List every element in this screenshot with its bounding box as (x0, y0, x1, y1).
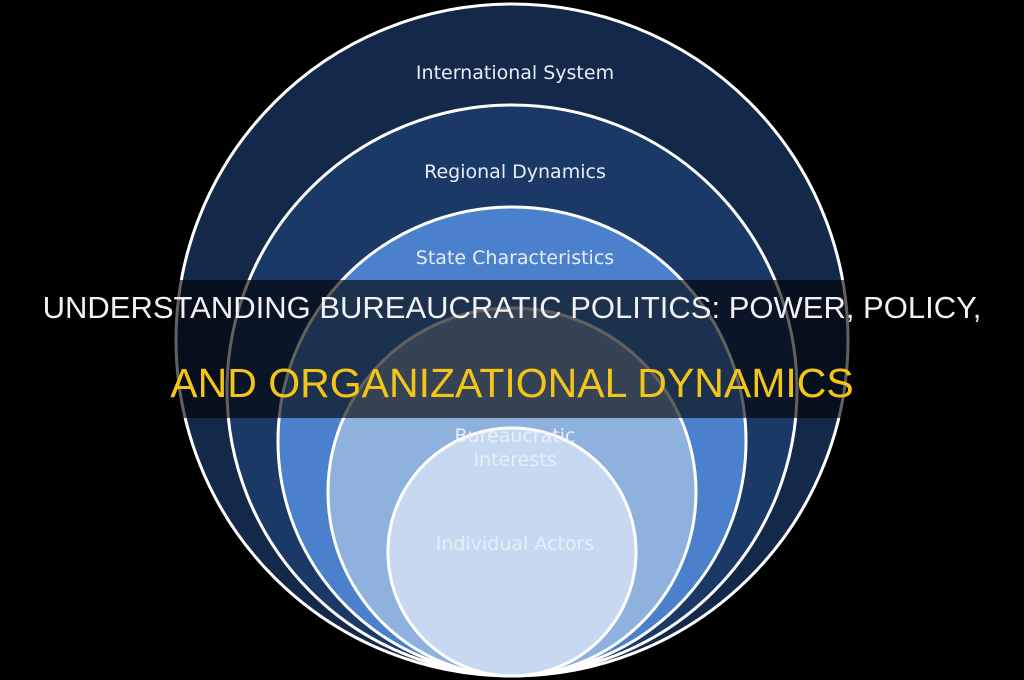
label-bureaucratic: Bureaucratic (455, 425, 576, 447)
title-banner (0, 280, 1024, 418)
title-line-1: UNDERSTANDING BUREAUCRATIC POLITICS: POW… (42, 290, 982, 325)
label-state-characteristics: State Characteristics (416, 247, 614, 269)
title-line-2: AND ORGANIZATIONAL DYNAMICS (170, 360, 854, 406)
label-international-system: International System (416, 62, 614, 84)
label-individual-actors: Individual Actors (436, 533, 594, 555)
label-regional-dynamics: Regional Dynamics (424, 161, 606, 183)
label-interests: Interests (473, 449, 556, 471)
layer-individual-actors (386, 426, 638, 678)
